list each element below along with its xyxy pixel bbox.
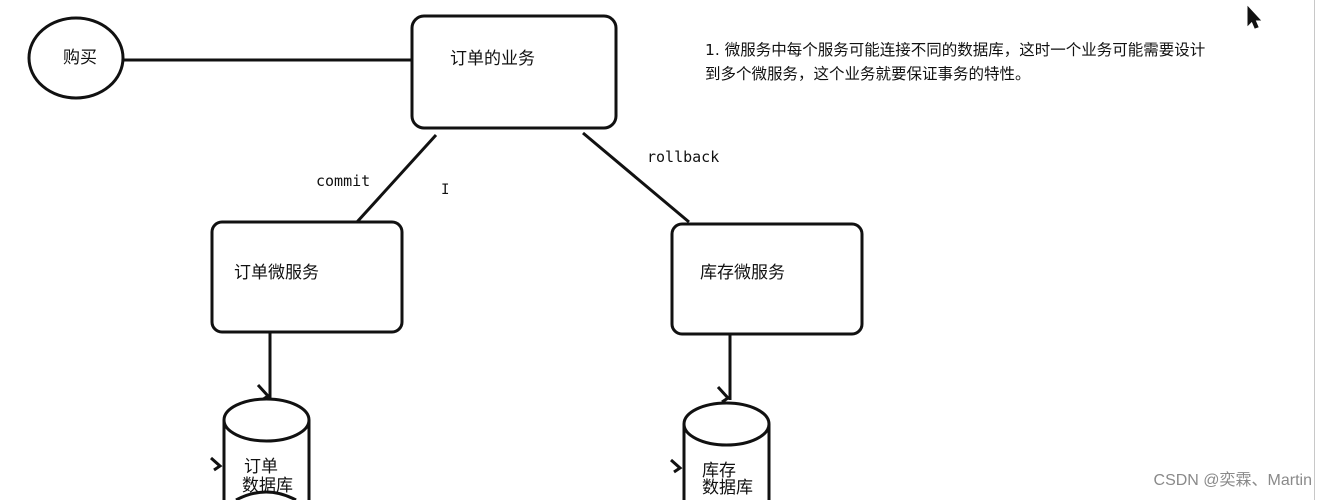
explanation-note: 1. 微服务中每个服务可能连接不同的数据库，这时一个业务可能需要设计 到多个微服…: [705, 38, 1305, 86]
order-db-node: 订单 数据库: [222, 397, 311, 500]
note-line-2: 到多个微服务，这个业务就要保证事务的特性。: [705, 65, 1031, 83]
order-business-label: 订单的业务: [450, 49, 535, 69]
rollback-label: rollback: [647, 148, 719, 166]
stock-db-label-line2: 数据库: [702, 478, 753, 498]
stock-db-arrow-tick: [716, 385, 731, 404]
order-db-label-line2: 数据库: [242, 476, 293, 496]
commit-edge: [355, 133, 438, 224]
order-service-label: 订单微服务: [234, 263, 319, 283]
watermark: CSDN @奕霖、Martin: [1153, 472, 1312, 489]
stock-db-node: 库存 数据库: [682, 401, 771, 500]
text-cursor-glyph: I: [441, 182, 449, 198]
buy-label: 购买: [63, 48, 97, 68]
rollback-edge: [582, 131, 690, 224]
order-db-label-line1: 订单: [244, 457, 278, 477]
mouse-pointer-icon: [1247, 5, 1262, 29]
stock-service-label: 库存微服务: [700, 263, 785, 283]
order-service-node: [210, 220, 404, 334]
stock-db-label-line1: 库存: [702, 461, 736, 481]
stock-service-node: [670, 222, 864, 336]
note-line-1: 1. 微服务中每个服务可能连接不同的数据库，这时一个业务可能需要设计: [705, 41, 1206, 59]
order-business-node: [410, 14, 618, 130]
right-divider: [1314, 0, 1315, 500]
order-db-side-tick: [210, 456, 223, 472]
buy-node: [27, 16, 125, 100]
commit-label: commit: [316, 172, 370, 190]
stock-db-side-tick: [670, 458, 683, 474]
